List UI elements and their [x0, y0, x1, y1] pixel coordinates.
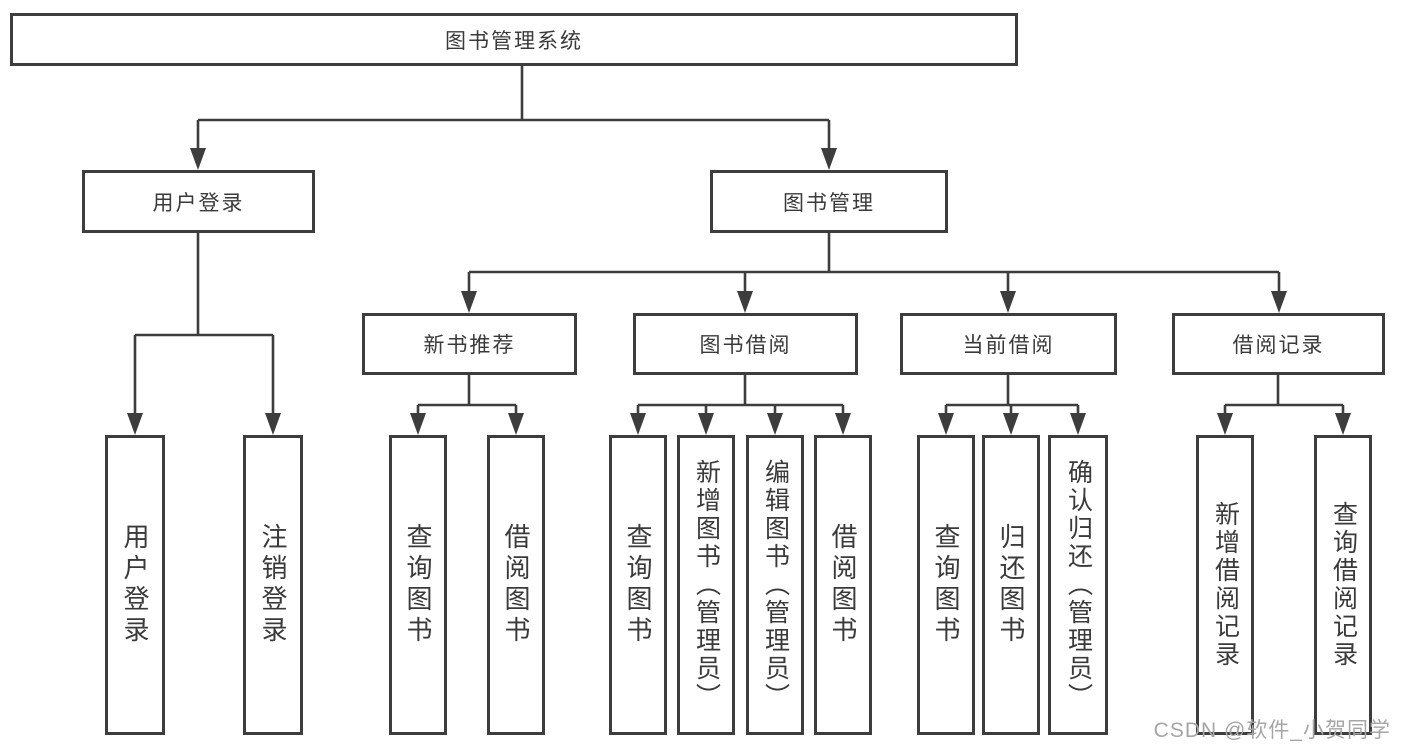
node-label: 归还图书: [996, 523, 1026, 647]
node-user-login: 用户登录: [82, 170, 315, 233]
node-book-management: 图书管理: [710, 170, 948, 233]
node-book-borrowing: 图书借阅: [633, 313, 858, 375]
csdn-watermark: CSDN @软件_小贺同学: [1153, 719, 1391, 742]
node-label: 新增借阅记录: [1211, 501, 1240, 669]
node-label: 编辑图书（管理员）: [761, 459, 790, 711]
node-label: 查询图书: [931, 523, 961, 647]
node-label: 新书推荐: [423, 334, 516, 357]
leaf-borrow-edit-books-admin: 编辑图书（管理员）: [746, 435, 804, 735]
node-borrowing-records: 借阅记录: [1172, 313, 1385, 375]
leaf-recommend-borrow-books: 借阅图书: [487, 435, 545, 735]
leaf-records-add-record: 新增借阅记录: [1196, 435, 1254, 735]
node-label: 查询借阅记录: [1329, 501, 1358, 669]
node-current-borrowing: 当前借阅: [900, 313, 1117, 375]
leaf-current-confirm-return-admin: 确认归还（管理员）: [1048, 435, 1108, 735]
node-label: 用户登录: [152, 191, 245, 215]
node-label: 查询图书: [403, 523, 433, 647]
leaf-current-return-books: 归还图书: [982, 435, 1040, 735]
node-label: 借阅图书: [501, 523, 531, 647]
node-label: 用户登录: [120, 523, 150, 647]
leaf-current-query-books: 查询图书: [917, 435, 975, 735]
node-label: 注销登录: [258, 523, 288, 647]
node-label: 借阅记录: [1232, 334, 1325, 357]
node-label: 图书管理: [783, 191, 875, 215]
node-library-management-system: 图书管理系统: [10, 13, 1018, 66]
leaf-records-query-record: 查询借阅记录: [1314, 435, 1372, 735]
node-label: 新增图书（管理员）: [692, 459, 721, 711]
node-label: 当前借阅: [962, 334, 1055, 357]
leaf-borrow-add-books-admin: 新增图书（管理员）: [677, 435, 735, 735]
leaf-borrow-borrow-books: 借阅图书: [814, 435, 872, 735]
node-label: 图书管理系统: [445, 29, 583, 53]
leaf-logout: 注销登录: [243, 435, 303, 735]
leaf-borrow-query-books: 查询图书: [609, 435, 667, 735]
node-label: 图书借阅: [699, 334, 792, 357]
node-label: 确认归还（管理员）: [1064, 459, 1093, 711]
leaf-recommend-query-books: 查询图书: [389, 435, 447, 735]
node-label: 借阅图书: [828, 523, 858, 647]
node-new-book-recommend: 新书推荐: [362, 313, 577, 375]
leaf-user-login: 用户登录: [105, 435, 165, 735]
node-label: 查询图书: [623, 523, 653, 647]
